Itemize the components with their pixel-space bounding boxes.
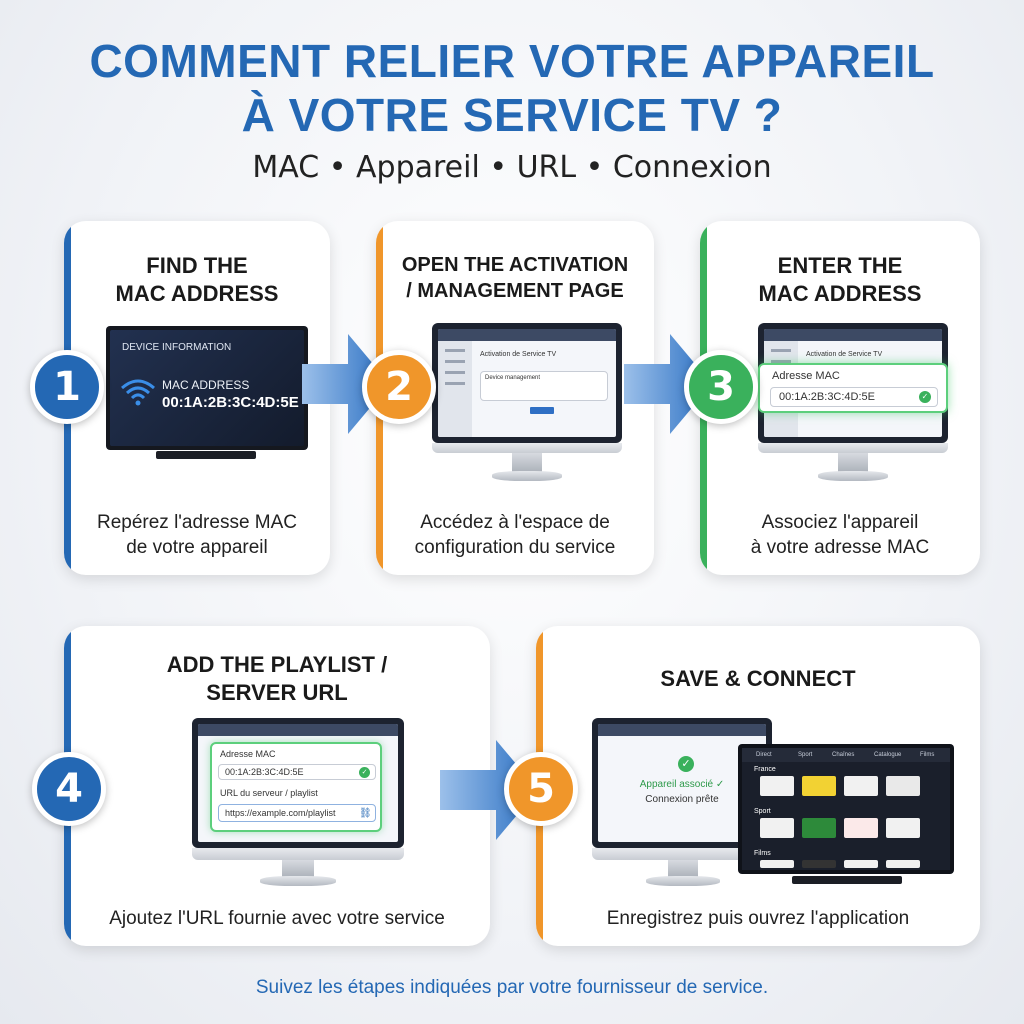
tv-tab-chaines[interactable]: Chaînes (832, 752, 855, 758)
tv-foot (792, 876, 902, 884)
channel-tile[interactable] (760, 860, 794, 868)
url-form-mac-input[interactable]: 00:1A:2B:3C:4D:5E ✓ (218, 764, 376, 780)
arrow-2-to-3 (624, 334, 712, 434)
step-4-title-line2: SERVER URL (206, 680, 348, 705)
device-info-header: DEVICE INFORMATION (122, 342, 232, 353)
step-1-title-line2: MAC ADDRESS (115, 281, 279, 306)
step-2-desc-line1: Accédez à l'espace de (420, 512, 610, 533)
tv-row-sport: Sport (754, 808, 771, 815)
step-3-title-line1: ENTER THE (777, 253, 903, 278)
tv-device-info: DEVICE INFORMATION MAC ADDRESS 00:1A:2B:… (106, 326, 308, 450)
step-2-desc-line2: configuration du service (414, 537, 616, 558)
step-3-title-line2: MAC ADDRESS (758, 281, 922, 306)
step-badge-3: 3 (684, 350, 758, 424)
main-title-line1: COMMENT RELIER VOTRE APPAREIL (89, 35, 935, 87)
mac-label: MAC ADDRESS (162, 378, 250, 392)
step-5-desc-line1: Enregistrez puis ouvrez l'application (606, 908, 910, 929)
activation-submit-button[interactable] (530, 407, 554, 414)
step-badge-1: 1 (30, 350, 104, 424)
step-2-title-line1: OPEN THE ACTIVATION (401, 254, 629, 276)
check-icon: ✓ (359, 767, 370, 778)
mac-address-input[interactable]: 00:1A:2B:3C:4D:5E ✓ (770, 387, 938, 407)
step-3-desc-line1: Associez l'appareil (761, 512, 919, 533)
channel-tile[interactable] (760, 776, 794, 796)
playlist-url-input[interactable]: https://example.com/playlist ⛓ (218, 804, 376, 822)
channel-tile[interactable] (886, 818, 920, 838)
device-management-panel: Device management (480, 371, 608, 401)
step-3-desc-line2: à votre adresse MAC (750, 537, 930, 558)
mac-address-popup: Adresse MAC 00:1A:2B:3C:4D:5E ✓ (758, 363, 948, 413)
step-5-title: SAVE & CONNECT (660, 666, 856, 691)
url-form-url-label: URL du serveur / playlist (220, 788, 318, 798)
tv-tab-films[interactable]: Films (920, 752, 935, 758)
step-card-5: SAVE & CONNECT ✓ Appareil associé ✓ Conn… (536, 626, 980, 946)
tv-app-screen: Direct Sport Chaînes Catalogue Films Fra… (738, 744, 954, 874)
step-4-desc-line1: Ajoutez l'URL fournie avec votre service (109, 908, 445, 929)
wifi-icon (121, 379, 155, 406)
step-1-desc-line1: Repérez l'adresse MAC (96, 512, 298, 533)
mac-field-value: 00:1A:2B:3C:4D:5E (779, 391, 876, 403)
subtitle: MAC • Appareil • URL • Connexion (252, 150, 772, 185)
url-form-mac-label: Adresse MAC (220, 749, 276, 759)
status-ready: Connexion prête (645, 794, 719, 805)
channel-tile[interactable] (760, 818, 794, 838)
channel-tile[interactable] (844, 860, 878, 868)
step-card-2: OPEN THE ACTIVATION / MANAGEMENT PAGE Ac… (376, 221, 654, 575)
enter-mac-page-title: Activation de Service TV (806, 351, 883, 358)
channel-tile[interactable] (886, 860, 920, 868)
activation-page-title: Activation de Service TV (480, 351, 557, 358)
step-badge-5: 5 (504, 752, 578, 826)
step-4-title-line1: ADD THE PLAYLIST / (166, 652, 388, 677)
monitor-activation-page: Activation de Service TV Device manageme… (432, 323, 622, 443)
step-1-title-line1: FIND THE (146, 253, 248, 278)
channel-tile[interactable] (844, 776, 878, 796)
channel-tile[interactable] (802, 818, 836, 838)
tv-tab-sport[interactable]: Sport (798, 752, 813, 758)
tv-stand (156, 451, 256, 459)
channel-tile[interactable] (802, 776, 836, 796)
tv-tab-direct[interactable]: Direct (756, 752, 772, 758)
step-card-4: ADD THE PLAYLIST / SERVER URL Adresse MA… (64, 626, 490, 946)
arrow-1-to-2 (302, 334, 390, 434)
step-badge-2: 2 (362, 350, 436, 424)
channel-tile[interactable] (886, 776, 920, 796)
status-associated: Appareil associé ✓ (639, 779, 725, 790)
mac-field-label: Adresse MAC (772, 370, 840, 382)
footer-note: Suivez les étapes indiquées par votre fo… (255, 977, 769, 998)
step-1-desc-line2: de votre appareil (126, 537, 268, 558)
channel-tile[interactable] (844, 818, 878, 838)
url-form-popup: Adresse MAC 00:1A:2B:3C:4D:5E ✓ URL du s… (210, 742, 382, 832)
channel-tile[interactable] (802, 860, 836, 868)
step-badge-4: 4 (32, 752, 106, 826)
step-2-title-line2: / MANAGEMENT PAGE (406, 280, 624, 302)
mac-value: 00:1A:2B:3C:4D:5E (162, 394, 299, 411)
url-form-mac-value: 00:1A:2B:3C:4D:5E (225, 767, 304, 777)
tv-row-films: Films (754, 850, 771, 857)
url-form-url-value: https://example.com/playlist (225, 808, 336, 818)
device-management-label: Device management (485, 375, 541, 381)
check-icon: ✓ (919, 391, 931, 403)
link-icon: ⛓ (359, 808, 372, 819)
success-check-icon: ✓ (678, 756, 694, 772)
tv-row-france: France (754, 766, 776, 773)
tv-tab-catalogue[interactable]: Catalogue (874, 752, 902, 758)
main-title-line2: À VOTRE SERVICE TV ? (241, 89, 783, 141)
tv-nav-bar: Direct Sport Chaînes Catalogue Films (742, 748, 950, 762)
